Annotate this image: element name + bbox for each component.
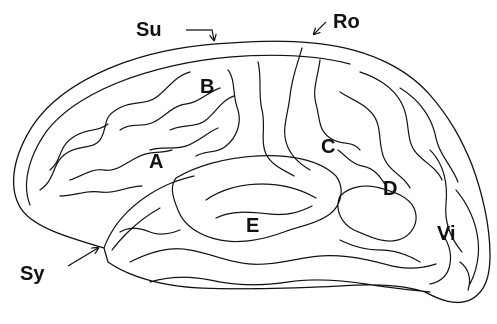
arrow-sy bbox=[67, 248, 98, 267]
intraparietal-sulcus bbox=[339, 91, 411, 189]
label-a: A bbox=[149, 151, 163, 173]
lunate-sulcus bbox=[429, 149, 463, 253]
sylvian-fissure-inner bbox=[111, 207, 161, 251]
label-c: C bbox=[321, 136, 335, 158]
inferior-temporal-gyrus bbox=[129, 248, 437, 269]
label-b: B bbox=[200, 76, 214, 98]
occipital-gyrus bbox=[459, 261, 471, 291]
frontal-gyrus bbox=[169, 95, 235, 131]
label-e: E bbox=[246, 215, 259, 237]
arrow-ro bbox=[314, 21, 327, 34]
frontal-gyrus bbox=[69, 149, 173, 181]
frontal-gyrus bbox=[119, 87, 221, 131]
arcuate-sulcus bbox=[195, 69, 240, 157]
parietal-gyrus bbox=[399, 87, 459, 183]
postcentral-gyrus bbox=[314, 59, 361, 151]
label-ro: Ro bbox=[333, 11, 360, 33]
gyrus-d bbox=[337, 185, 417, 242]
frontal-gyrus bbox=[49, 123, 109, 171]
brain-outline bbox=[12, 40, 491, 304]
temporal-gyrus bbox=[215, 205, 313, 219]
principal-sulcus bbox=[149, 127, 219, 151]
frontal-gyrus bbox=[39, 71, 191, 191]
label-su: Su bbox=[136, 19, 162, 41]
occipital-gyrus bbox=[455, 189, 480, 285]
frontal-gyrus bbox=[59, 185, 143, 197]
sylvian-fissure bbox=[103, 175, 195, 249]
temporal-pole bbox=[119, 227, 181, 235]
temporal-gyrus bbox=[339, 239, 421, 263]
temporal-lobe-outline bbox=[171, 155, 342, 243]
inferior-temporal-gyrus bbox=[149, 276, 431, 293]
parietal-gyrus bbox=[359, 71, 443, 181]
label-d: D bbox=[383, 178, 397, 200]
label-sy: Sy bbox=[20, 263, 45, 285]
superior-temporal-sulcus bbox=[205, 183, 317, 201]
precentral-gyrus bbox=[257, 61, 295, 177]
central-sulcus bbox=[284, 47, 311, 171]
occipital-gyrus bbox=[429, 231, 452, 285]
brain-inner-outline bbox=[25, 54, 351, 206]
label-vi: Vi bbox=[437, 223, 456, 245]
arrow-su bbox=[186, 29, 214, 40]
parietal-gyrus bbox=[337, 149, 387, 187]
